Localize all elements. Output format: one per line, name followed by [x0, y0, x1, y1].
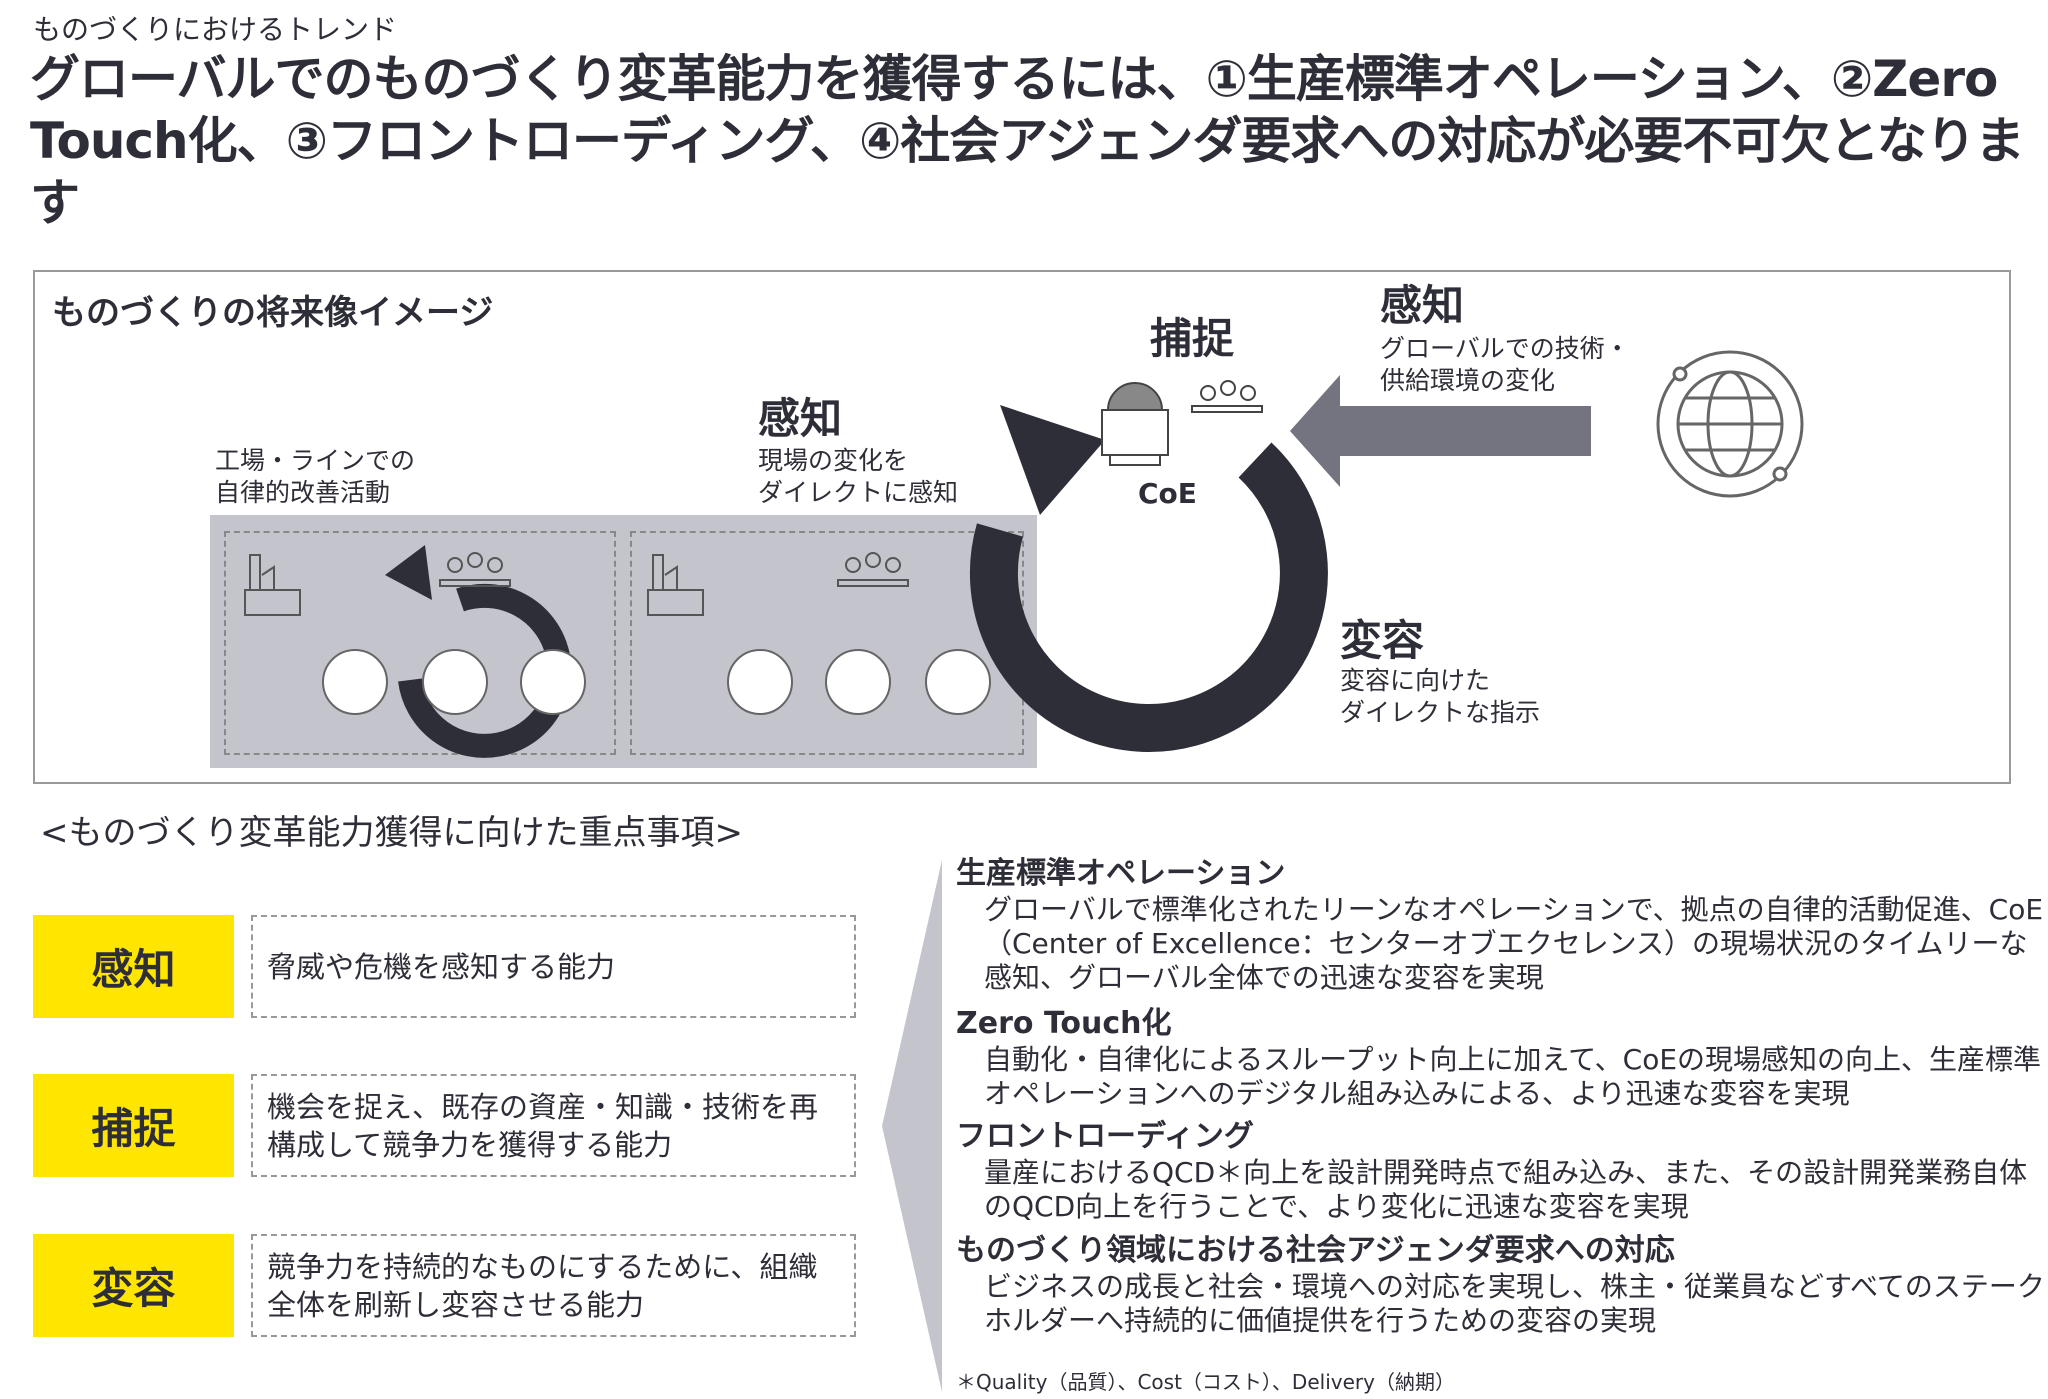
focus-heading: 生産標準オペレーション	[956, 856, 1286, 891]
local-cycle-icon	[385, 545, 572, 758]
capability-label-sense: 感知	[33, 915, 234, 1018]
capture-heading: 捕捉	[1150, 314, 1235, 363]
coe-building-icon	[1101, 380, 1263, 466]
section-heading: <ものづくり変革能力獲得に向けた重点事項>	[40, 813, 743, 853]
local-caption: 工場・ラインでの 自律的改善活動	[215, 446, 416, 507]
capability-label-transform: 変容	[33, 1234, 234, 1337]
transform-desc: 変容に向けた ダイレクトな指示	[1340, 666, 1541, 727]
focus-heading: フロントローディング	[956, 1119, 1254, 1154]
focus-item: Zero Touch化 自動化・自律化によるスループット向上に加えて、CoEの現…	[956, 1005, 2048, 1111]
coe-label: CoE	[1138, 477, 1197, 510]
sense-global-heading: 感知	[1380, 281, 1465, 330]
capability-desc-capture: 機会を捉え、既存の資産・知識・技術を再構成して競争力を獲得する能力	[251, 1074, 856, 1177]
sense-local-desc: 現場の変化を ダイレクトに感知	[758, 446, 959, 507]
focus-heading: Zero Touch化	[956, 1006, 1172, 1041]
focus-item: フロントローディング 量産におけるQCD＊向上を設計開発時点で組み込み、また、そ…	[956, 1118, 2048, 1224]
meeting-icon	[439, 552, 909, 587]
focus-body: 量産におけるQCD＊向上を設計開発時点で組み込み、また、その設計開発業務自体のQ…	[984, 1156, 2028, 1223]
sense-global-desc: グローバルでの技術・ 供給環境の変化	[1380, 334, 1630, 395]
focus-heading: ものづくり領域における社会アジェンダ要求への対応	[956, 1233, 1675, 1268]
bracket-chevron	[882, 860, 942, 1392]
focus-body: グローバルで標準化されたリーンなオペレーションで、拠点の自律的活動促進、CoE（…	[984, 893, 2044, 994]
team-icons	[322, 649, 991, 715]
capability-label-capture: 捕捉	[33, 1074, 234, 1177]
focus-body: ビジネスの成長と社会・環境への対応を実現し、株主・従業員などすべてのステークホル…	[984, 1270, 2045, 1337]
page-subtitle: ものづくりにおけるトレンド	[33, 13, 398, 46]
incoming-change-arrow	[1290, 375, 1591, 487]
cycle-diagram	[244, 350, 1804, 758]
focus-item: ものづくり領域における社会アジェンダ要求への対応 ビジネスの成長と社会・環境への…	[956, 1232, 2048, 1338]
factory-icon	[244, 554, 704, 616]
factory-box-1	[224, 531, 616, 755]
sense-local-heading: 感知	[758, 394, 843, 443]
capability-desc-transform: 競争力を持続的なものにするために、組織全体を刷新し変容させる能力	[251, 1234, 856, 1337]
focus-item: 生産標準オペレーション グローバルで標準化されたリーンなオペレーションで、拠点の…	[956, 855, 2048, 995]
globe-icon	[1656, 350, 1804, 498]
capability-desc-sense: 脅威や危機を感知する能力	[251, 915, 856, 1018]
factory-panel	[210, 515, 1037, 768]
focus-body: 自動化・自律化によるスループット向上に加えて、CoEの現場感知の向上、生産標準オ…	[984, 1043, 2042, 1110]
page-title: グローバルでのものづくり変革能力を獲得するには、①生産標準オペレーション、②Ze…	[30, 50, 2025, 232]
future-image-panel	[33, 270, 2011, 784]
footnote: ＊Quality（品質）、Cost（コスト）、Delivery（納期）	[956, 1370, 1455, 1394]
panel-title: ものづくりの将来像イメージ	[52, 293, 494, 333]
big-cycle-arrow	[969, 405, 1328, 752]
transform-heading: 変容	[1340, 616, 1425, 665]
